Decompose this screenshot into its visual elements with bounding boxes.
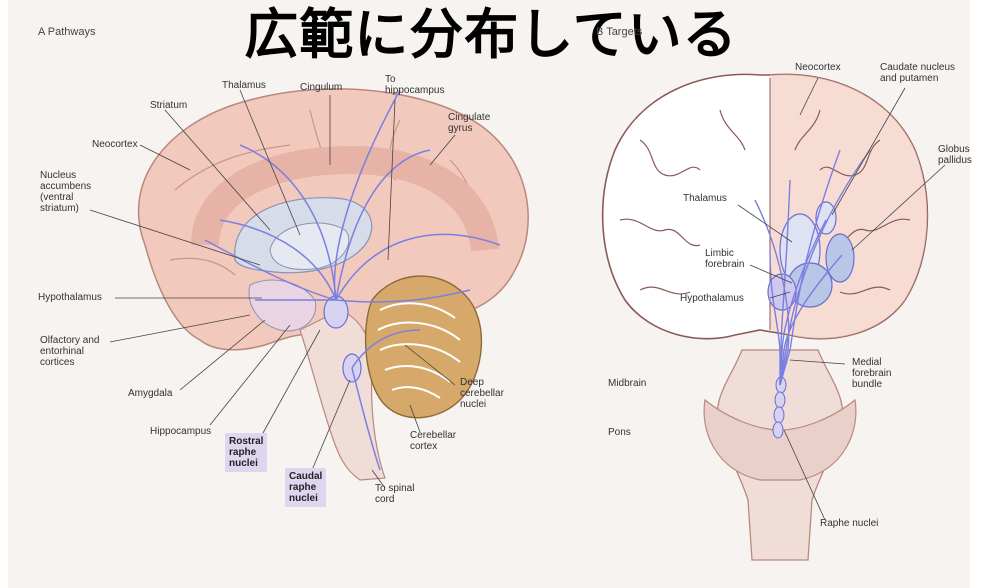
leader-lines-a [89, 89, 456, 489]
caudate-b [815, 201, 837, 235]
label-limbic: Limbic forebrain [705, 248, 745, 270]
label-pons: Pons [608, 427, 631, 438]
label-cingulate-gyrus: Cingulate gyrus [448, 112, 491, 134]
label-thalamus-a: Thalamus [222, 80, 266, 91]
label-globus: Globus pallidus [938, 144, 972, 166]
label-hypothalamus-a: Hypothalamus [38, 292, 102, 303]
label-cerebellar-cortex: Cerebellar cortex [410, 430, 457, 452]
panel-a-label: A Pathways [38, 26, 96, 38]
leader-lines-b [737, 77, 946, 521]
label-neocortex-b: Neocortex [795, 62, 841, 73]
label-thalamus-b: Thalamus [683, 193, 727, 204]
cerebellum-shape [364, 275, 483, 419]
label-to-hippocampus: To hippocampus [385, 74, 445, 96]
pons-shape [703, 398, 857, 481]
label-amygdala: Amygdala [128, 388, 173, 399]
raphe-chain-b [772, 376, 787, 439]
label-cingulum: Cingulum [300, 82, 343, 93]
panel-b-label: B Targets [596, 26, 643, 38]
label-raphe-b: Raphe nuclei [820, 518, 879, 529]
sagittal-brain [89, 88, 529, 489]
label-midbrain: Midbrain [608, 378, 647, 389]
label-caudal-raphe: Caudal raphe nuclei [285, 468, 327, 507]
label-medial-forebrain: Medial forebrain bundle [852, 357, 892, 390]
slide-headline: 広範に分布している [244, 3, 738, 66]
pathways-b [754, 149, 871, 386]
cingulate-band [191, 145, 499, 252]
label-neocortex-a: Neocortex [92, 139, 138, 150]
label-to-spinal-cord: To spinal cord [375, 483, 415, 505]
label-striatum: Striatum [150, 100, 188, 111]
label-hypothalamus-b: Hypothalamus [680, 293, 744, 304]
label-olfactory: Olfactory and entorhinal cortices [40, 335, 100, 368]
label-caudate: Caudate nucleus and putamen [880, 62, 956, 84]
label-hippocampus: Hippocampus [150, 426, 212, 437]
coronal-brain [601, 73, 946, 561]
pathways-a [204, 89, 501, 471]
label-rostral-raphe: Rostral raphe nuclei [225, 433, 268, 472]
label-nucleus-accumbens: Nucleus accumbens (ventral striatum) [40, 170, 92, 214]
label-deep-cerebellar: Deep cerebellar nuclei [460, 377, 504, 410]
